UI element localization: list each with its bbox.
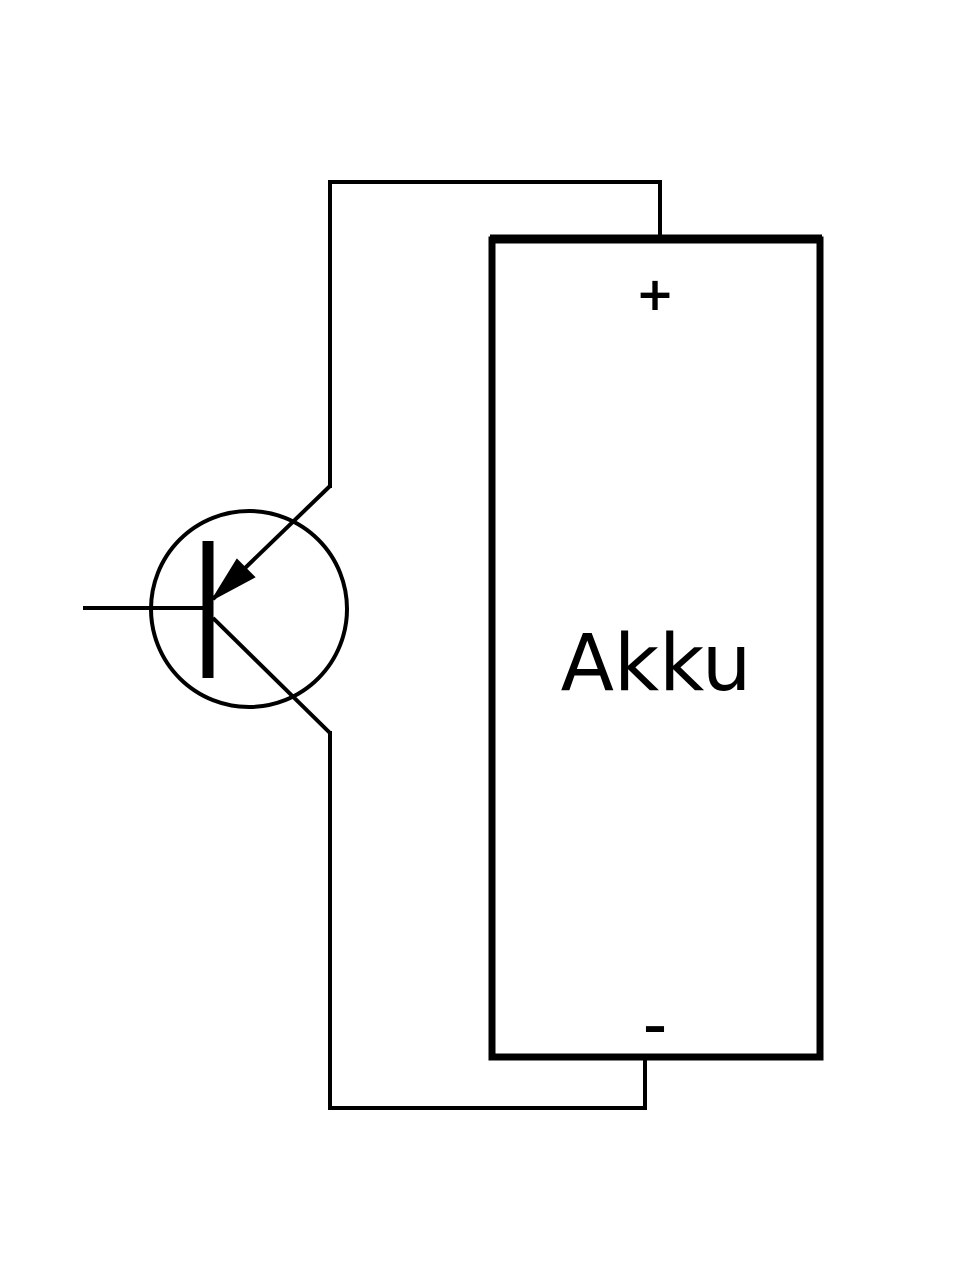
battery-label: Akku [561, 619, 752, 709]
emitter-arrowhead [210, 558, 256, 602]
collector-lead [211, 616, 332, 735]
wire-positive-to-emitter [328, 180, 662, 488]
battery: + – Akku [488, 234, 824, 1061]
positive-terminal-label: + [636, 267, 675, 321]
negative-terminal-label: – [644, 999, 667, 1053]
wire-collector-to-negative [328, 731, 647, 1110]
pnp-transistor [83, 484, 349, 735]
